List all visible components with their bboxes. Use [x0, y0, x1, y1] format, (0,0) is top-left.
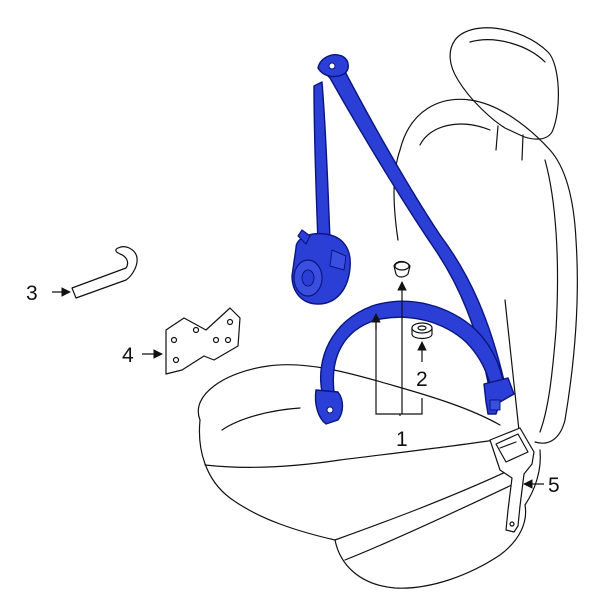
seat-back: [399, 98, 578, 444]
callout-2: 2: [416, 368, 428, 391]
part-1-bolt: [393, 260, 411, 278]
retractor-web: [313, 81, 331, 243]
part-3-hook-bracket: [71, 246, 138, 299]
callout-1: 1: [396, 428, 408, 451]
callout-3: 3: [26, 282, 38, 305]
headrest: [449, 27, 559, 140]
seat-belt-assembly: [291, 54, 515, 425]
retractor: [291, 229, 351, 305]
seat-outline: [197, 27, 578, 589]
callout-leaders: [52, 281, 544, 489]
part-4-mounting-plate: [165, 307, 241, 375]
part-5-buckle: [489, 427, 535, 533]
callout-5: 5: [548, 474, 560, 497]
part-2-spacer: [411, 322, 433, 340]
callout-labels: 1 2 3 4 5: [26, 282, 560, 497]
callout-4: 4: [122, 344, 134, 367]
leader-1: [375, 318, 423, 415]
seat-cushion: [197, 364, 501, 426]
loose-parts: [71, 246, 535, 533]
